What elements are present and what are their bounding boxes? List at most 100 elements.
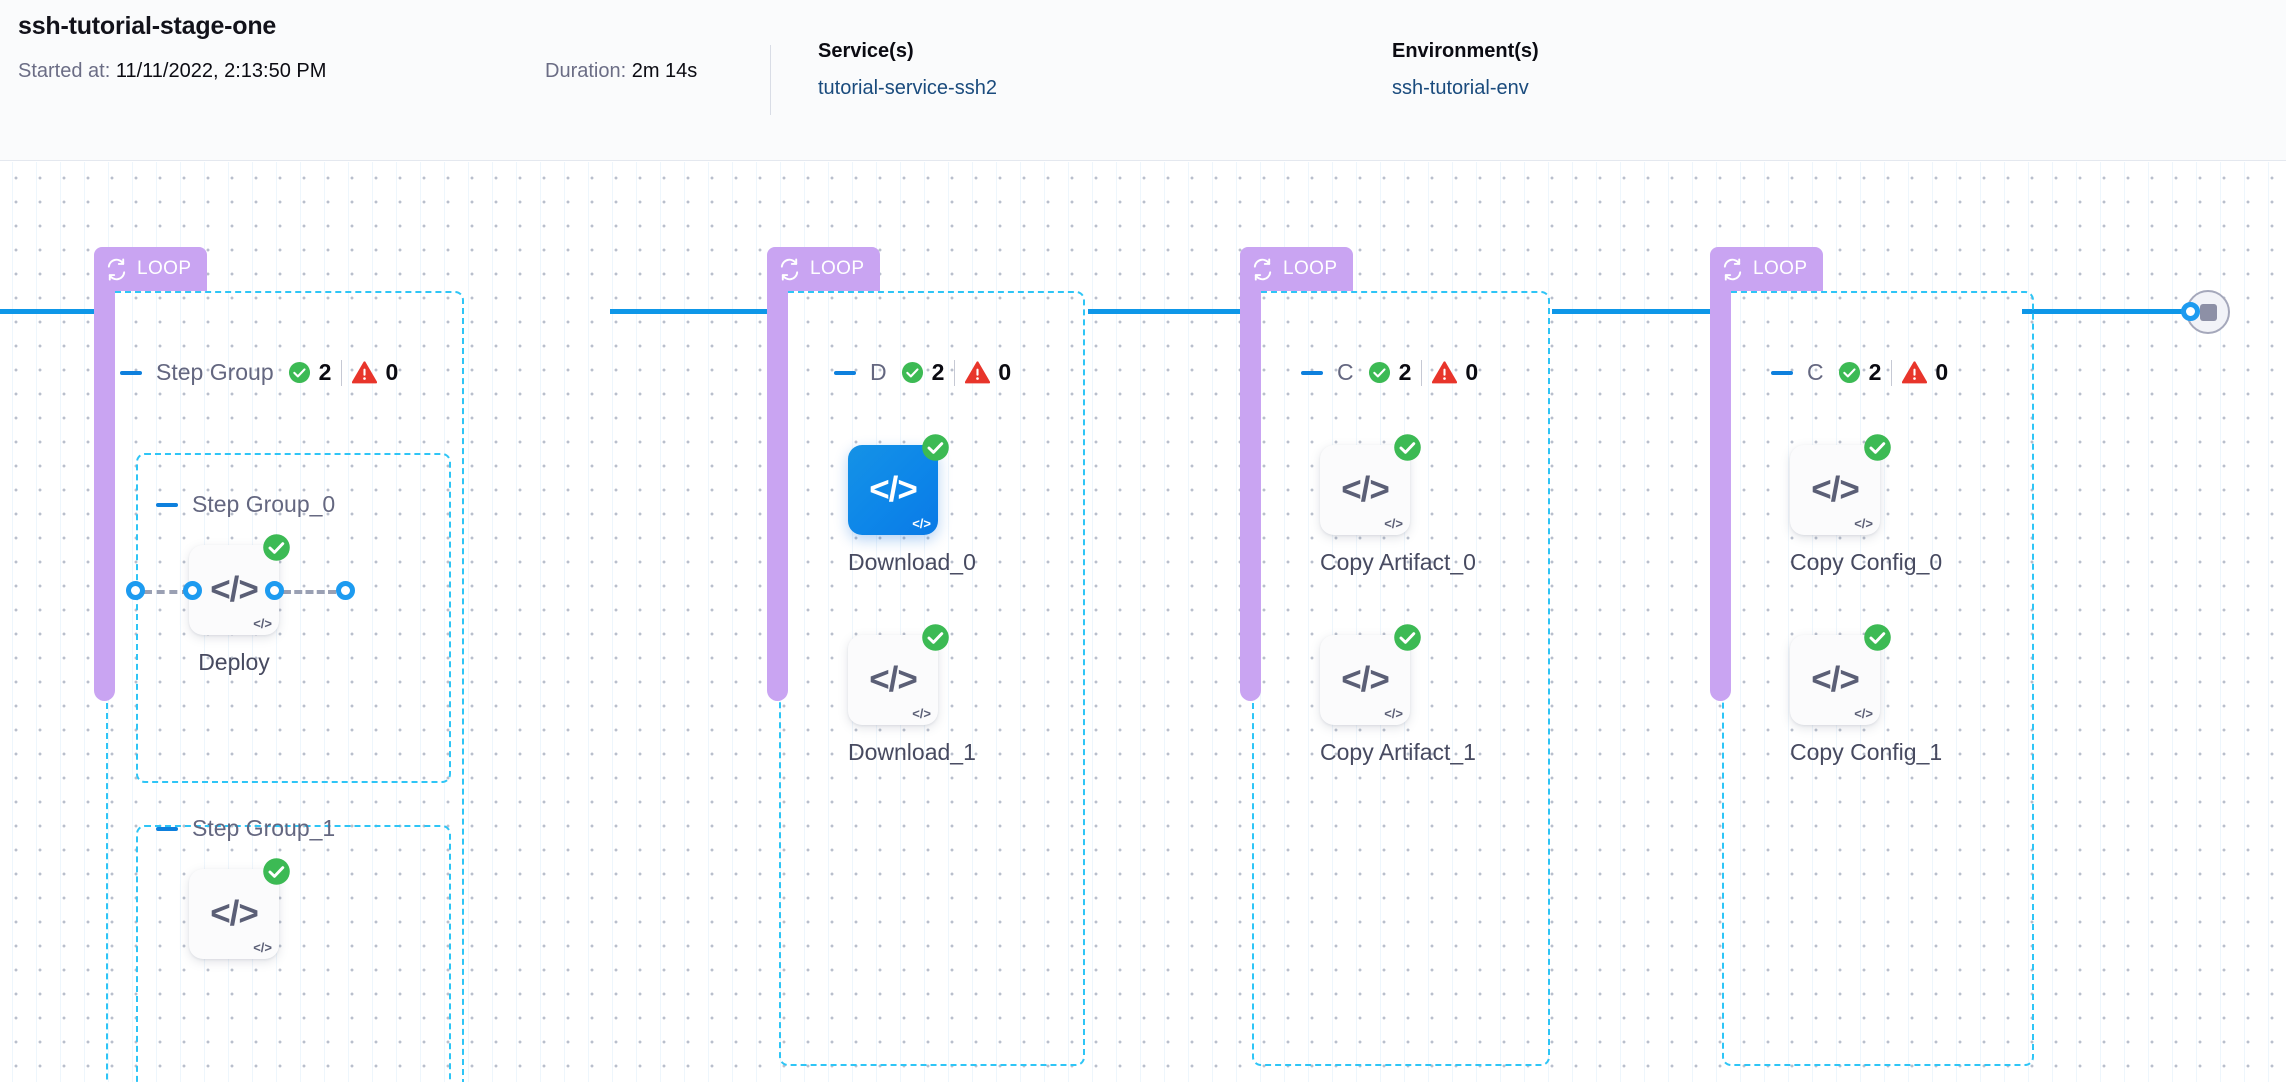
code-icon: </> (1811, 660, 1860, 699)
node-copy-artifact-1[interactable]: </> </> Copy Artifact_1 (1320, 624, 1476, 766)
loop-badge: LOOP (767, 247, 881, 291)
duration: Duration: 2m 14s (545, 60, 697, 83)
connector-line-3 (1552, 309, 1714, 314)
code-corner-icon: </> (1854, 706, 1873, 721)
node-label: Deploy (198, 649, 270, 675)
header-divider (770, 45, 771, 115)
group-name-label: C (1807, 359, 1824, 385)
inner-group-name-label: Step Group_1 (192, 815, 336, 841)
node-port-right-outer[interactable] (336, 581, 355, 600)
node-tile[interactable]: </> </> (1790, 624, 1891, 725)
success-count: 2 (901, 359, 945, 386)
environments-value-link[interactable]: ssh-tutorial-env (1392, 77, 1529, 99)
code-icon: </> (1811, 470, 1860, 509)
connector-line-end (2022, 309, 2192, 314)
group-name-label: C (1337, 359, 1354, 385)
node-port-left-outer[interactable] (126, 581, 145, 600)
status-success-icon (1864, 434, 1891, 461)
loop-icon (107, 257, 126, 281)
node-tile[interactable]: </> </> (189, 534, 290, 635)
group-header-download[interactable]: D 2 0 (834, 359, 1011, 386)
node-download-0[interactable]: </> </> Download_0 (848, 434, 976, 576)
collapse-toggle-icon[interactable] (120, 370, 142, 375)
node-download-1[interactable]: </> </> Download_1 (848, 624, 976, 766)
stop-icon (2199, 303, 2217, 321)
error-count: 0 (965, 359, 1011, 386)
inner-group-step-group-1[interactable] (136, 825, 451, 1082)
check-circle-icon (288, 361, 310, 384)
error-count-value: 0 (385, 359, 399, 385)
node-tile[interactable]: </> </> (1320, 624, 1421, 725)
node-copy-config-1[interactable]: </> </> Copy Config_1 (1790, 624, 1942, 766)
error-count-value: 0 (998, 359, 1012, 385)
loop-badge: LOOP (1710, 247, 1824, 291)
group-name-label: Step Group (156, 359, 274, 385)
inner-group-header-step-group-0[interactable]: Step Group_0 (156, 491, 335, 518)
group-header-copy-artifact[interactable]: C 2 0 (1301, 359, 1478, 386)
loop-badge-label: LOOP (1283, 258, 1338, 279)
connector-line-2 (1088, 309, 1248, 314)
warning-triangle-icon (1902, 361, 1928, 384)
stats-divider (954, 359, 956, 386)
code-corner-icon: </> (253, 616, 272, 631)
started-at-label: Started at: (18, 60, 111, 82)
pipeline-graph-canvas[interactable]: LOOP Step Group 2 (0, 162, 2286, 1082)
inner-group-step-group-0[interactable] (136, 453, 451, 783)
environments-column: Environment(s) ssh-tutorial-env (1392, 40, 1539, 100)
loop-badge-label: LOOP (1753, 258, 1808, 279)
inner-group-header-step-group-1[interactable]: Step Group_1 (156, 815, 335, 842)
node-copy-config-0[interactable]: </> </> Copy Config_0 (1790, 434, 1942, 576)
loop-icon (1723, 257, 1742, 281)
success-count-value: 2 (318, 359, 332, 385)
node-port-right[interactable] (265, 581, 284, 600)
collapse-toggle-icon[interactable] (156, 826, 178, 831)
group-header-step-group[interactable]: Step Group 2 0 (120, 359, 398, 386)
duration-label: Duration: (545, 60, 627, 82)
stats-divider (1421, 359, 1423, 386)
node-deploy-2[interactable]: </> </> (189, 858, 290, 959)
collapse-toggle-icon[interactable] (1771, 370, 1793, 375)
status-success-icon (263, 858, 290, 885)
services-label: Service(s) (818, 40, 914, 62)
warning-triangle-icon (1432, 361, 1458, 384)
code-corner-icon: </> (912, 516, 931, 531)
status-success-icon (922, 624, 949, 651)
services-column: Service(s) tutorial-service-ssh2 (818, 40, 997, 100)
end-node-port[interactable] (2181, 302, 2200, 321)
success-count-value: 2 (1868, 359, 1882, 385)
node-tile[interactable]: </> </> (1790, 434, 1891, 535)
loop-side-bar (767, 271, 788, 701)
node-label: Download_1 (848, 739, 976, 765)
warning-triangle-icon (352, 361, 378, 384)
started-at-value: 11/11/2022, 2:13:50 PM (115, 60, 327, 82)
inner-group-name-label: Step Group_0 (192, 491, 336, 517)
group-stats: 2 0 (1368, 359, 1478, 386)
services-value-link[interactable]: tutorial-service-ssh2 (818, 77, 997, 99)
node-tile[interactable]: </> </> (848, 434, 949, 535)
execution-header: ssh-tutorial-stage-one Started at: 11/11… (0, 0, 2286, 161)
loop-side-bar (1240, 271, 1261, 701)
error-count: 0 (1432, 359, 1478, 386)
group-header-copy-config[interactable]: C 2 0 (1771, 359, 1948, 386)
collapse-toggle-icon[interactable] (1301, 370, 1323, 375)
check-circle-icon (901, 361, 923, 384)
success-count-value: 2 (931, 359, 945, 385)
node-tile[interactable]: </> </> (1320, 434, 1421, 535)
node-tile[interactable]: </> </> (189, 858, 290, 959)
loop-side-bar (94, 271, 115, 701)
node-deploy[interactable]: </> </> Deploy (189, 534, 290, 676)
error-count: 0 (352, 359, 398, 386)
collapse-toggle-icon[interactable] (834, 370, 856, 375)
code-corner-icon: </> (1384, 706, 1403, 721)
status-success-icon (1394, 624, 1421, 651)
collapse-toggle-icon[interactable] (156, 502, 178, 507)
dashed-connector-left (144, 590, 190, 594)
success-count: 2 (288, 359, 332, 386)
node-label: Copy Artifact_0 (1320, 549, 1476, 575)
check-circle-icon (1368, 361, 1390, 384)
node-copy-artifact-0[interactable]: </> </> Copy Artifact_0 (1320, 434, 1476, 576)
node-port-left[interactable] (183, 581, 202, 600)
page-title: ssh-tutorial-stage-one (18, 12, 277, 40)
code-icon: </> (1341, 470, 1390, 509)
node-tile[interactable]: </> </> (848, 624, 949, 725)
